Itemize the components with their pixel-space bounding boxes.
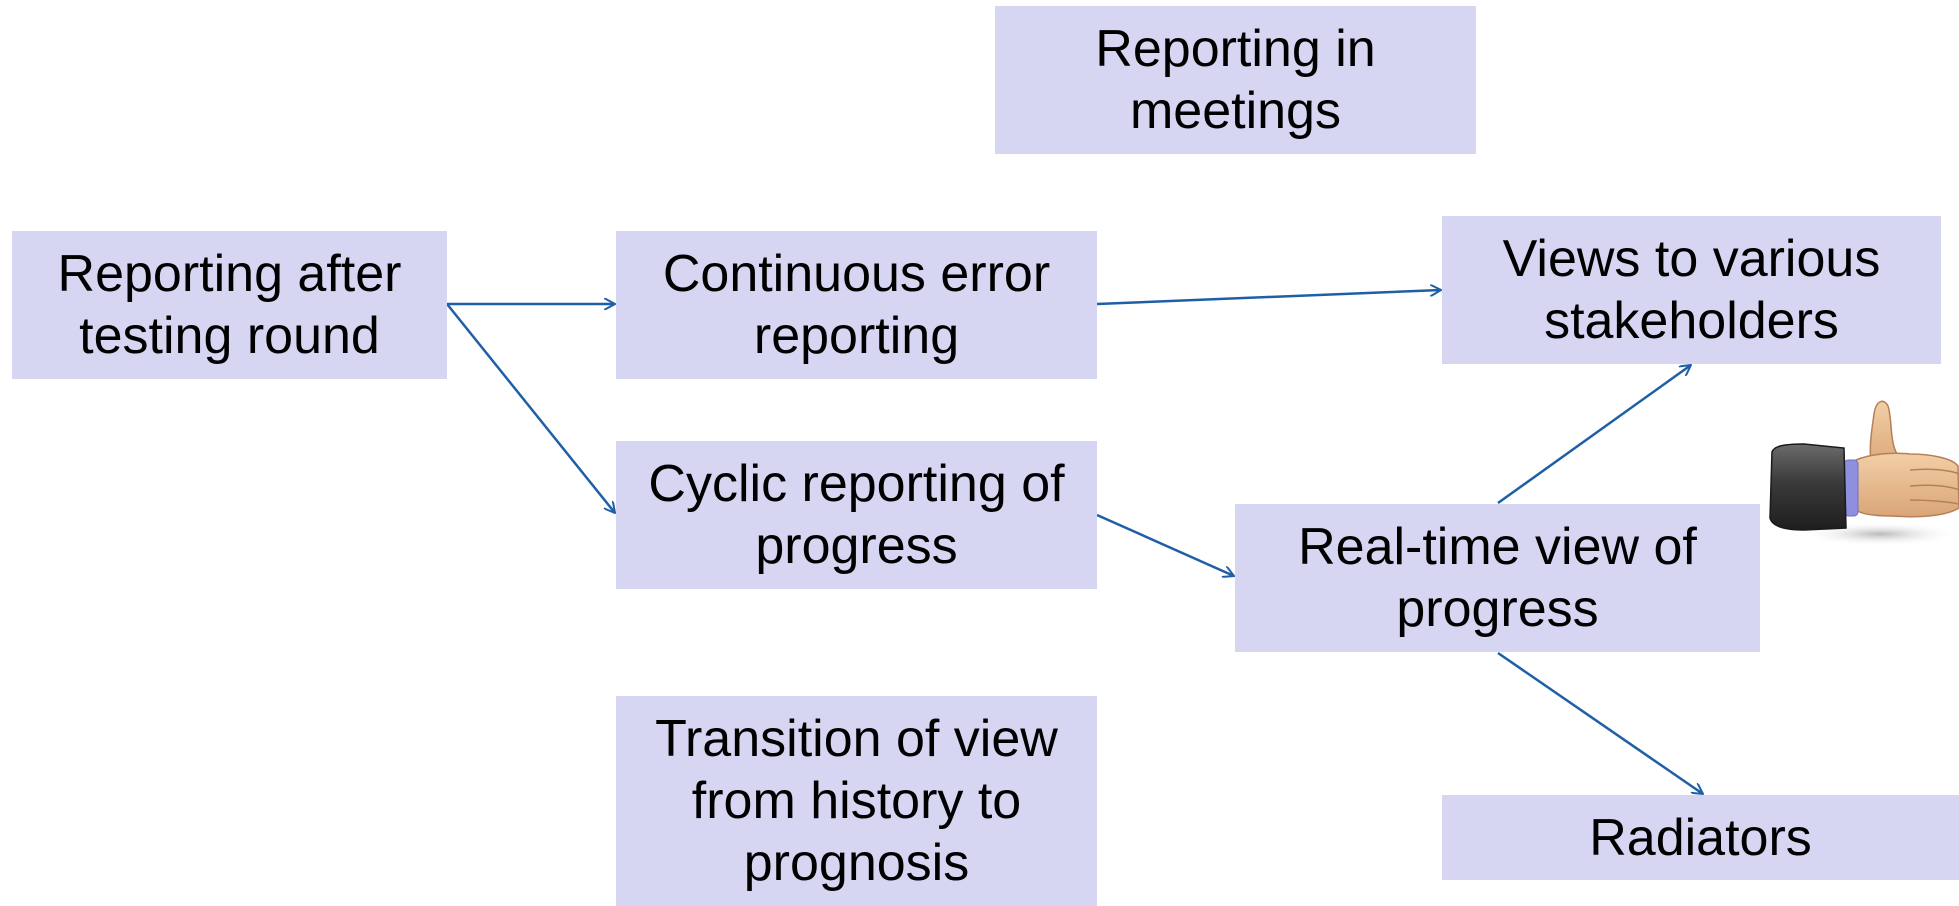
node-reporting-after-testing: Reporting after testing round [12,231,447,379]
edge-realtime-to-radiators [1497,651,1703,794]
node-radiators: Radiators [1442,795,1959,880]
thumbs-up-icon [1769,400,1959,546]
node-continuous-error: Continuous error reporting [616,231,1097,379]
node-cyclic-reporting: Cyclic reporting of progress [616,441,1097,589]
node-reporting-in-meetings: Reporting in meetings [995,6,1476,154]
node-views-stakeholders: Views to various stakeholders [1442,216,1941,364]
node-transition-of-view: Transition of view from history to progn… [616,696,1097,906]
edge-realtime-to-views [1497,365,1691,505]
edge-continuous-to-views [1096,290,1441,306]
edge-cyclic-to-realtime [1096,513,1234,576]
edge-after-to-cyclic [446,303,615,513]
node-realtime-view: Real-time view of progress [1235,504,1760,652]
